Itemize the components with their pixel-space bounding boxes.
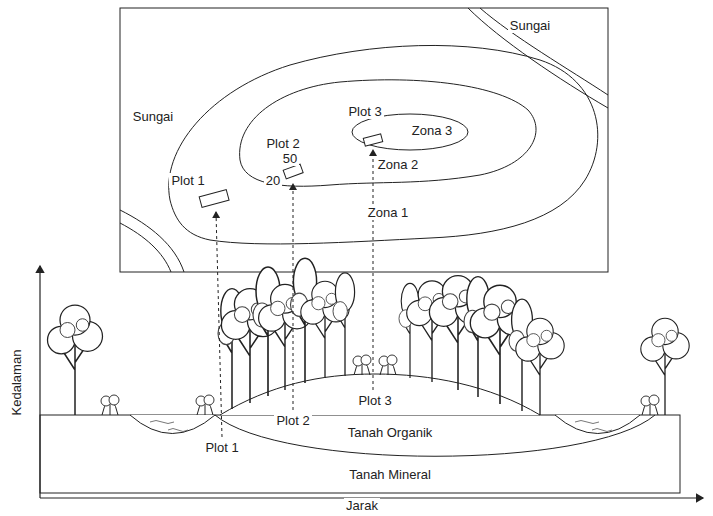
zone-label: Zona 1: [366, 205, 410, 220]
axis-label: Kedalaman: [10, 347, 25, 417]
river: [468, 8, 608, 108]
plot-label: Plot 2: [264, 136, 301, 151]
zone-3-contour: [352, 114, 468, 150]
plot-label: Plot 1: [203, 440, 240, 455]
zone-2-contour: [240, 80, 536, 186]
river: [120, 210, 184, 272]
zone-1-contour: [169, 45, 598, 243]
y-axis: [39, 266, 40, 498]
dimension-label: 20: [264, 173, 282, 188]
plot-label: Plot 1: [169, 173, 206, 188]
plot-rect: [283, 164, 303, 179]
plot-rect: [363, 134, 382, 146]
soil-label: Tanah Mineral: [347, 467, 433, 482]
soil-box: [40, 415, 680, 493]
dotted-pointer: [293, 184, 294, 410]
dotted-pointer: [373, 150, 374, 390]
plot-label: Plot 2: [274, 413, 311, 428]
river-label: Sungai: [508, 18, 552, 33]
river-label: Sungai: [131, 109, 175, 124]
zone-label: Zona 3: [410, 123, 454, 138]
map-frame: [120, 8, 608, 272]
plot-label: Plot 3: [346, 104, 383, 119]
soil-label: Tanah Organik: [346, 425, 435, 440]
plot-label: Plot 3: [356, 393, 393, 408]
zone-label: Zona 2: [376, 157, 420, 172]
forest: [48, 258, 690, 415]
plot-rect: [199, 190, 229, 208]
axis-label: Jarak: [344, 498, 380, 513]
dotted-pointer: [216, 212, 222, 437]
dimension-label: 50: [281, 151, 299, 166]
